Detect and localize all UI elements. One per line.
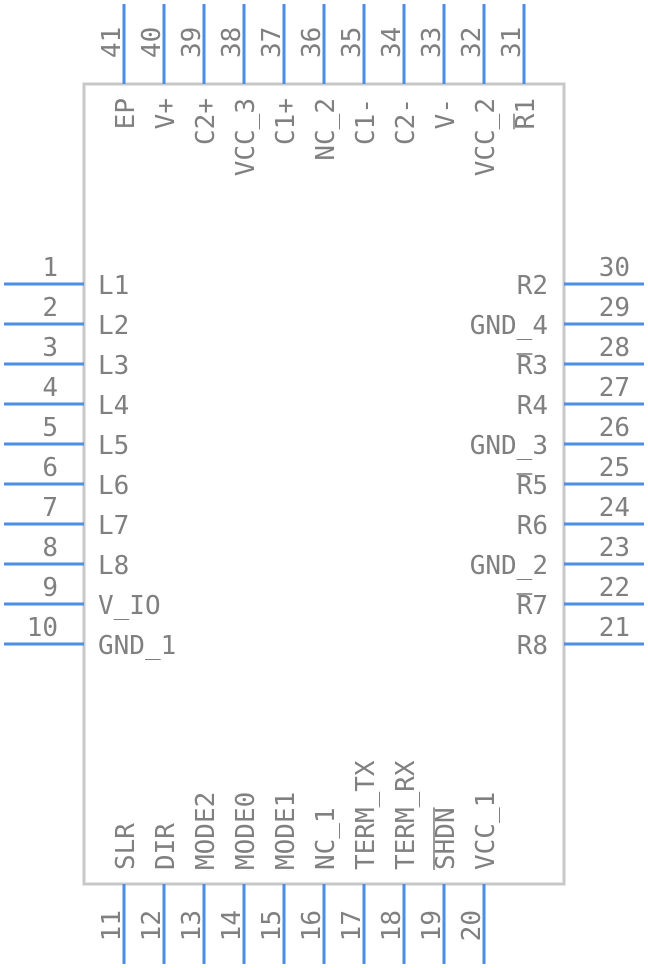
pin-number-13: 13 xyxy=(177,910,207,941)
pin-number-19: 19 xyxy=(417,910,447,941)
pin-number-38: 38 xyxy=(217,27,247,58)
pin-number-39: 39 xyxy=(177,27,207,58)
pin-number-1: 1 xyxy=(42,253,58,283)
pin-label-8: L8 xyxy=(98,551,129,581)
pin-number-28: 28 xyxy=(599,333,630,363)
pin-label-1: L1 xyxy=(98,271,129,301)
pin-label-18: TERM_RX xyxy=(391,760,421,870)
pin-label-38: VCC_3 xyxy=(231,98,261,176)
pin-label-17: TERM_TX xyxy=(351,760,381,870)
pin-label-21: R8 xyxy=(517,631,548,661)
pin-number-7: 7 xyxy=(42,493,58,523)
pin-number-16: 16 xyxy=(297,910,327,941)
pin-number-9: 9 xyxy=(42,573,58,603)
pin-number-27: 27 xyxy=(599,373,630,403)
pin-number-30: 30 xyxy=(599,253,630,283)
pin-label-32: VCC_2 xyxy=(471,98,501,176)
pin-label-7: L7 xyxy=(98,511,129,541)
pin-label-25: R5 xyxy=(517,471,548,501)
pin-label-4: L4 xyxy=(98,391,129,421)
pin-number-5: 5 xyxy=(42,413,58,443)
pin-label-14: MODE0 xyxy=(231,792,261,870)
pin-number-3: 3 xyxy=(42,333,58,363)
pin-label-28: R3 xyxy=(517,351,548,381)
pin-label-6: L6 xyxy=(98,471,129,501)
pin-label-36: NC_2 xyxy=(311,98,341,161)
pin-number-33: 33 xyxy=(417,27,447,58)
pin-number-18: 18 xyxy=(377,910,407,941)
pin-number-8: 8 xyxy=(42,533,58,563)
pin-label-11: SLR xyxy=(111,823,141,870)
pin-label-10: GND_1 xyxy=(98,631,176,661)
pin-label-16: NC_1 xyxy=(311,807,341,870)
pin-label-24: R6 xyxy=(517,511,548,541)
pin-number-31: 31 xyxy=(497,27,527,58)
pin-label-22: R7 xyxy=(517,591,548,621)
pin-lines xyxy=(4,4,644,964)
pin-number-22: 22 xyxy=(599,573,630,603)
pin-label-31: R1 xyxy=(511,98,541,129)
pin-number-32: 32 xyxy=(457,27,487,58)
pin-number-29: 29 xyxy=(599,293,630,323)
pin-label-20: VCC_1 xyxy=(471,792,501,870)
pin-number-35: 35 xyxy=(337,27,367,58)
pin-number-2: 2 xyxy=(42,293,58,323)
pin-label-40: V+ xyxy=(151,98,181,129)
pin-number-34: 34 xyxy=(377,27,407,58)
pin-label-26: GND_3 xyxy=(470,431,548,461)
pin-number-12: 12 xyxy=(137,910,167,941)
pin-number-26: 26 xyxy=(599,413,630,443)
pin-label-39: C2+ xyxy=(191,98,221,145)
pin-label-30: R2 xyxy=(517,271,548,301)
pin-label-9: V_IO xyxy=(98,591,161,621)
pin-number-25: 25 xyxy=(599,453,630,483)
pin-number-23: 23 xyxy=(599,533,630,563)
pin-label-19: SHDN xyxy=(431,807,461,870)
pin-number-40: 40 xyxy=(137,27,167,58)
pin-number-37: 37 xyxy=(257,27,287,58)
pin-label-27: R4 xyxy=(517,391,548,421)
pin-label-33: V- xyxy=(431,98,461,129)
pin-label-41: EP xyxy=(111,98,141,129)
pin-number-21: 21 xyxy=(599,613,630,643)
pin-number-14: 14 xyxy=(217,910,247,941)
pin-number-11: 11 xyxy=(97,910,127,941)
pin-number-36: 36 xyxy=(297,27,327,58)
pin-number-6: 6 xyxy=(42,453,58,483)
pin-label-35: C1- xyxy=(351,98,381,145)
pin-number-15: 15 xyxy=(257,910,287,941)
pin-label-3: L3 xyxy=(98,351,129,381)
pin-label-29: GND_4 xyxy=(470,311,548,341)
pin-label-12: DIR xyxy=(151,823,181,870)
pin-label-13: MODE2 xyxy=(191,792,221,870)
pin-label-15: MODE1 xyxy=(271,792,301,870)
pin-label-34: C2- xyxy=(391,98,421,145)
pin-label-2: L2 xyxy=(98,311,129,341)
pin-number-41: 41 xyxy=(97,27,127,58)
ic-body xyxy=(82,82,566,886)
pin-label-5: L5 xyxy=(98,431,129,461)
pin-number-4: 4 xyxy=(42,373,58,403)
pin-number-17: 17 xyxy=(337,910,367,941)
pin-label-37: C1+ xyxy=(271,98,301,145)
pin-number-20: 20 xyxy=(457,910,487,941)
pin-label-23: GND_2 xyxy=(470,551,548,581)
pin-number-24: 24 xyxy=(599,493,630,523)
pin-number-10: 10 xyxy=(27,613,58,643)
